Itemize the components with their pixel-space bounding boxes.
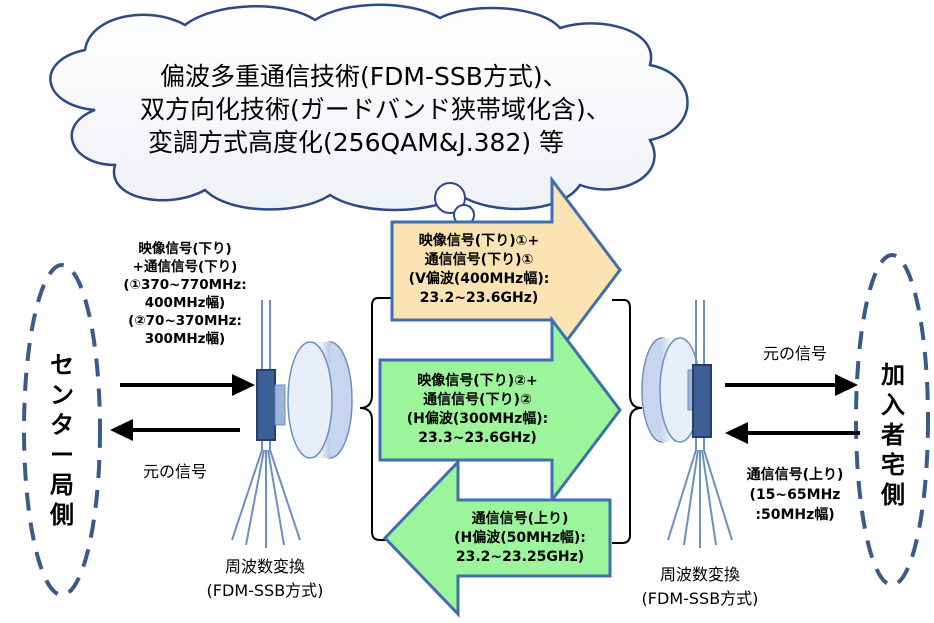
cloud-line-3: 変調方式高度化(256QAM&J.382) 等 <box>148 128 565 157</box>
cloud-line-1: 偏波多重通信技術(FDM-SSB方式)、 <box>160 62 568 91</box>
right-brace <box>612 299 643 544</box>
left-dish-icon <box>287 341 353 459</box>
right-dish-icon <box>641 337 701 443</box>
subscriber-label: 加 入 者 宅 側 <box>881 361 905 509</box>
center-station-ellipse <box>22 263 102 597</box>
left-output-arrow <box>110 419 240 441</box>
channel-1-text: 映像信号(下り)①+ 通信信号(下り)① (V偏波(400MHz幅): 23.2… <box>408 233 550 306</box>
subscriber-ellipse <box>854 253 930 587</box>
channel-arrow-2 <box>378 315 622 505</box>
channel-arrow-1 <box>390 175 622 365</box>
right-converter-label: 周波数変換 (FDM-SSB方式) <box>641 565 759 608</box>
left-input-signal-text: 映像信号(下り) +通信信号(下り) (①370~770MHz: 400MHz幅… <box>123 241 247 347</box>
right-input-signal-text: 通信信号(上り) (15~65MHz :50MHz幅) <box>746 467 844 523</box>
left-brace <box>359 297 392 541</box>
thought-cloud <box>49 3 689 226</box>
right-input-arrow <box>725 422 860 444</box>
channel-2-text: 映像信号(下り)②+ 通信信号(下り)② (H偏波(300MHz幅): 23.3… <box>406 373 549 446</box>
thought-bubble-large <box>434 182 466 214</box>
right-antenna-icon <box>667 300 733 548</box>
right-output-signal-label: 元の信号 <box>762 344 827 363</box>
left-converter-label: 周波数変換 (FDM-SSB方式) <box>206 557 324 600</box>
left-antenna-icon <box>231 300 301 548</box>
channel-3-text: 通信信号(上り) (H偏波(50MHz幅): 23.2~23.25GHz) <box>454 511 586 565</box>
left-output-signal-label: 元の信号 <box>142 462 207 481</box>
channel-arrow-3 <box>382 458 612 618</box>
cloud-line-2: 双方向化技術(ガードバンド狭帯域化含)、 <box>140 95 611 124</box>
left-input-arrow <box>120 374 255 396</box>
right-output-arrow <box>725 374 858 396</box>
center-station-label: セ ン タ ー 局 側 <box>50 351 74 529</box>
